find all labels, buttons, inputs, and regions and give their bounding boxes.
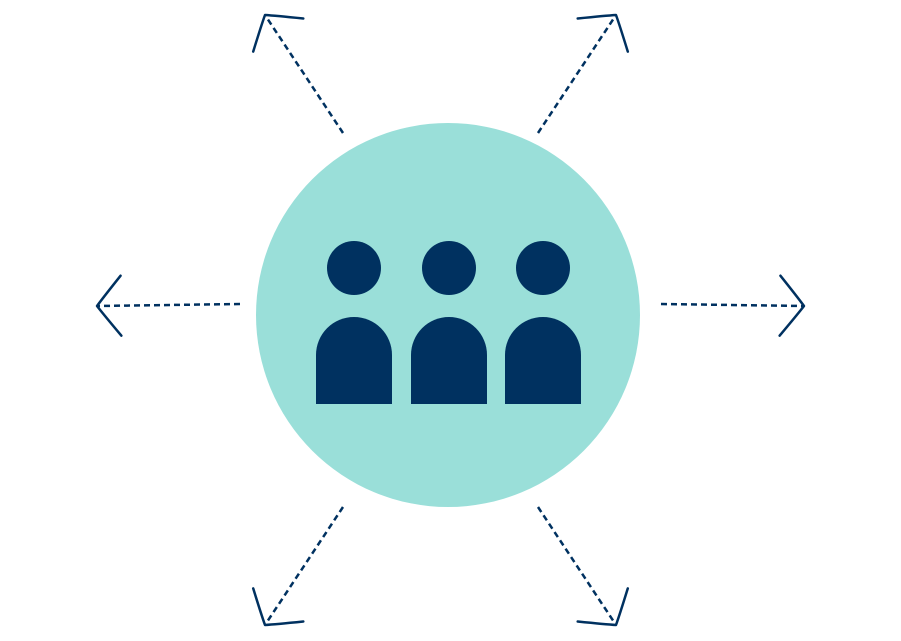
arrowhead-icon xyxy=(251,13,305,53)
group-of-people-icon xyxy=(316,241,581,404)
arrow-right xyxy=(660,274,806,337)
arrow-shaft xyxy=(536,14,618,134)
person-icon xyxy=(316,241,392,404)
arrow-shaft xyxy=(263,506,345,626)
arrowhead-icon xyxy=(576,587,630,627)
arrow-down-left xyxy=(251,506,345,627)
arrow-shaft xyxy=(536,506,618,626)
arrowhead-icon xyxy=(95,274,123,337)
arrow-shaft xyxy=(96,302,241,308)
person-icon xyxy=(505,241,581,404)
arrowhead-icon xyxy=(778,274,806,337)
person-icon xyxy=(411,241,487,404)
arrowhead-icon xyxy=(251,587,305,627)
center-circle xyxy=(256,123,640,507)
arrow-up-right xyxy=(536,13,630,134)
arrows-group xyxy=(95,13,806,627)
arrow-up-left xyxy=(251,13,345,134)
arrow-left xyxy=(95,274,241,337)
arrow-down-right xyxy=(536,506,630,627)
arrow-shaft xyxy=(263,14,345,134)
arrowhead-icon xyxy=(576,13,630,53)
arrow-shaft xyxy=(660,302,805,308)
